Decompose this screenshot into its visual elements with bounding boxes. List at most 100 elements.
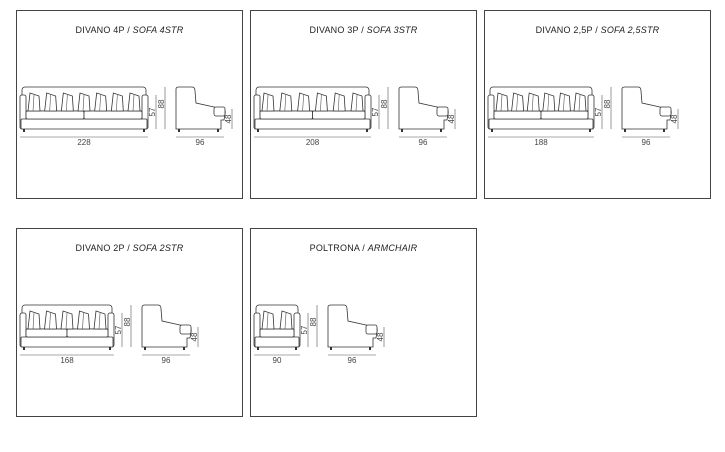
pillow-crease: [65, 312, 68, 330]
back-pillow: [127, 92, 141, 112]
leg: [369, 347, 371, 350]
pillow-crease: [98, 312, 101, 330]
arm-roll: [436, 106, 449, 117]
arm-roll: [213, 106, 226, 117]
depth-label: 96: [419, 138, 428, 147]
card-title: DIVANO 3P / SOFA 3STR: [309, 25, 418, 35]
leg: [143, 129, 145, 132]
total-height-label: 88: [309, 317, 318, 326]
leg: [178, 129, 180, 132]
back-pillow: [27, 310, 41, 330]
total-height-label: 88: [603, 99, 612, 108]
back-pillow: [279, 310, 293, 330]
seat-cushion: [25, 328, 68, 338]
title-english: SOFA 2STR: [132, 243, 184, 253]
seat-cushion: [25, 110, 85, 120]
depth-label: 96: [348, 356, 357, 365]
leg: [144, 347, 146, 350]
arm-height-label: 48: [376, 332, 385, 341]
title-english: SOFA 4STR: [132, 25, 184, 35]
sofa-front-view: [19, 304, 115, 350]
pillow-crease: [266, 312, 269, 330]
pillow-crease: [547, 94, 550, 112]
sofa-front-view: [253, 304, 301, 350]
seat-height-label: 57: [594, 107, 603, 116]
pillow-crease: [320, 94, 322, 112]
seat-cushion: [83, 110, 143, 120]
leg: [401, 129, 403, 132]
width-label: 188: [534, 138, 548, 147]
pillow-crease: [302, 94, 304, 112]
back-pillow: [557, 92, 571, 112]
sofa-side-view: [621, 86, 672, 132]
pillow-crease: [284, 312, 287, 330]
leg: [23, 129, 25, 132]
leg: [491, 129, 493, 132]
back-pillow: [279, 92, 293, 112]
pillow-crease: [32, 94, 35, 112]
pillow-crease: [337, 94, 340, 112]
sofa-base: [254, 336, 300, 348]
pillow-crease: [132, 94, 135, 112]
leg: [663, 129, 665, 132]
sofa-side-view: [141, 304, 192, 350]
sofa-base: [254, 118, 371, 130]
sofa-side-view: [398, 86, 449, 132]
arm-height-label: 48: [670, 114, 679, 123]
sofa-side-view: [175, 86, 226, 132]
sofa-base: [488, 118, 594, 130]
card-title: DIVANO 2,5P / SOFA 2,5STR: [535, 25, 660, 35]
back-pillow: [332, 92, 346, 112]
leg: [23, 347, 25, 350]
back-pillow: [44, 310, 57, 330]
sofa-base: [20, 118, 148, 130]
pillow-crease: [82, 312, 84, 330]
back-pillow: [297, 92, 311, 112]
arm-height-label: 48: [190, 332, 199, 341]
back-pillow: [573, 92, 587, 112]
back-pillow: [526, 92, 540, 112]
back-pillow: [314, 92, 328, 112]
leg: [330, 347, 332, 350]
sofa-front-view: [19, 86, 149, 132]
pillow-crease: [284, 94, 287, 112]
back-pillow: [27, 92, 41, 112]
sofa-base: [20, 336, 114, 348]
back-pillow: [261, 92, 275, 112]
pillow-crease: [516, 94, 518, 112]
seat-height-label: 57: [371, 107, 380, 116]
arm-roll: [179, 324, 192, 335]
pillow-crease: [266, 94, 269, 112]
total-height-label: 88: [123, 317, 132, 326]
card-title: POLTRONA / ARMCHAIR: [309, 243, 418, 253]
leg: [183, 347, 185, 350]
leg: [624, 129, 626, 132]
leg: [217, 129, 219, 132]
leg: [109, 347, 111, 350]
pillow-crease: [531, 94, 534, 112]
sofa-side-view: [327, 304, 378, 350]
pillow-crease: [500, 94, 503, 112]
seat-cushion: [312, 110, 366, 120]
total-height-label: 88: [380, 99, 389, 108]
back-pillow: [60, 310, 74, 330]
title-english: SOFA 2,5STR: [600, 25, 660, 35]
back-pillow: [110, 92, 124, 112]
seat-cushion: [259, 110, 313, 120]
width-label: 90: [273, 356, 282, 365]
back-pillow: [542, 92, 556, 112]
card-title: DIVANO 4P / SOFA 4STR: [75, 25, 184, 35]
width-label: 228: [77, 138, 91, 147]
arm-roll: [365, 324, 378, 335]
back-pillow: [77, 310, 90, 330]
arm-height-label: 48: [447, 114, 456, 123]
arm-height-label: 48: [224, 114, 233, 123]
sofa-front-view: [253, 86, 372, 132]
